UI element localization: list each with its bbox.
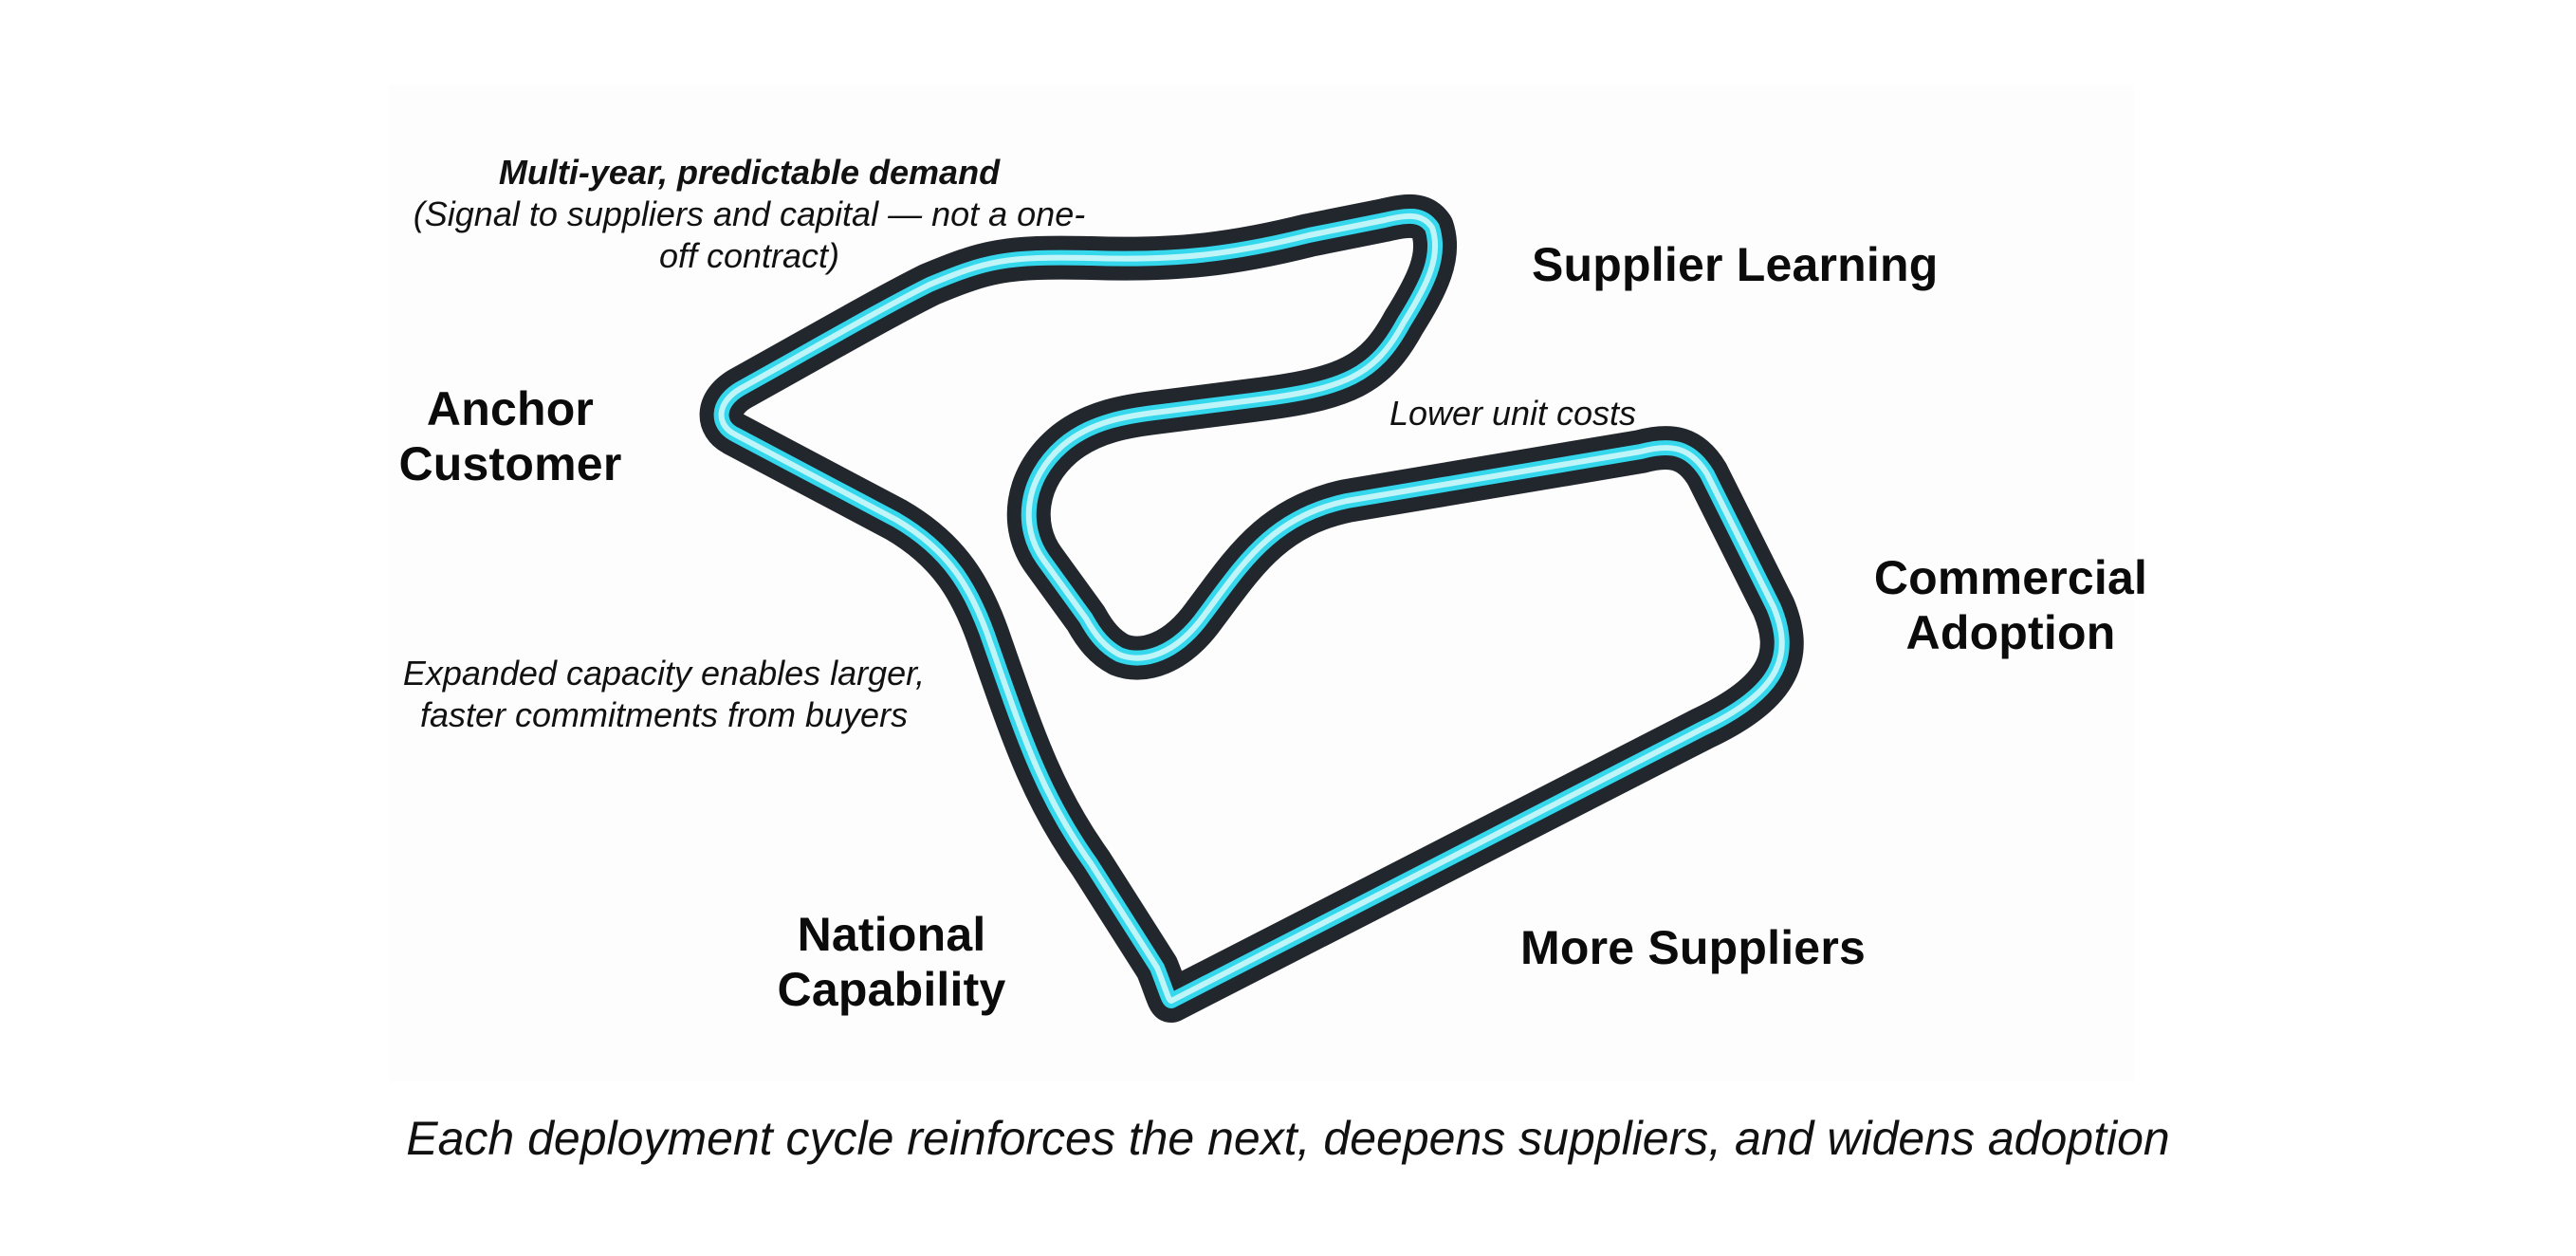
- note-expanded-capacity-line1: Expanded capacity enables larger,: [402, 654, 926, 693]
- node-commercial-adoption: Commercial Adoption: [1859, 550, 2162, 660]
- node-anchor-customer-line2: Customer: [398, 437, 622, 490]
- note-lower-costs-text: Lower unit costs: [1389, 394, 1637, 433]
- node-supplier-learning: Supplier Learning: [1532, 237, 1938, 292]
- note-demand-title: Multi-year, predictable demand: [498, 153, 1001, 192]
- note-expanded-capacity-line2: faster commitments from buyers: [419, 695, 909, 734]
- note-demand-detail-line2: off contract): [658, 236, 840, 275]
- note-lower-costs: Lower unit costs: [1371, 393, 1655, 434]
- node-national-capability: National Capability: [759, 907, 1024, 1017]
- node-national-capability-line2: Capability: [777, 963, 1006, 1016]
- node-anchor-customer: Anchor Customer: [387, 381, 634, 491]
- node-national-capability-line1: National: [797, 908, 986, 961]
- node-more-suppliers-label: More Suppliers: [1520, 921, 1866, 974]
- note-demand: Multi-year, predictable demand (Signal t…: [375, 152, 1124, 277]
- note-expanded-capacity: Expanded capacity enables larger, faster…: [365, 653, 963, 736]
- note-demand-detail-line1: (Signal to suppliers and capital — not a…: [413, 194, 1086, 233]
- node-commercial-adoption-line2: Adoption: [1905, 606, 2116, 659]
- node-more-suppliers: More Suppliers: [1520, 920, 1866, 975]
- node-anchor-customer-line1: Anchor: [426, 382, 595, 435]
- track-core: [718, 212, 1785, 1004]
- track-outline: [699, 194, 1804, 1023]
- caption: Each deployment cycle reinforces the nex…: [406, 1112, 2170, 1165]
- node-supplier-learning-label: Supplier Learning: [1532, 238, 1939, 291]
- node-commercial-adoption-line1: Commercial: [1873, 551, 2148, 604]
